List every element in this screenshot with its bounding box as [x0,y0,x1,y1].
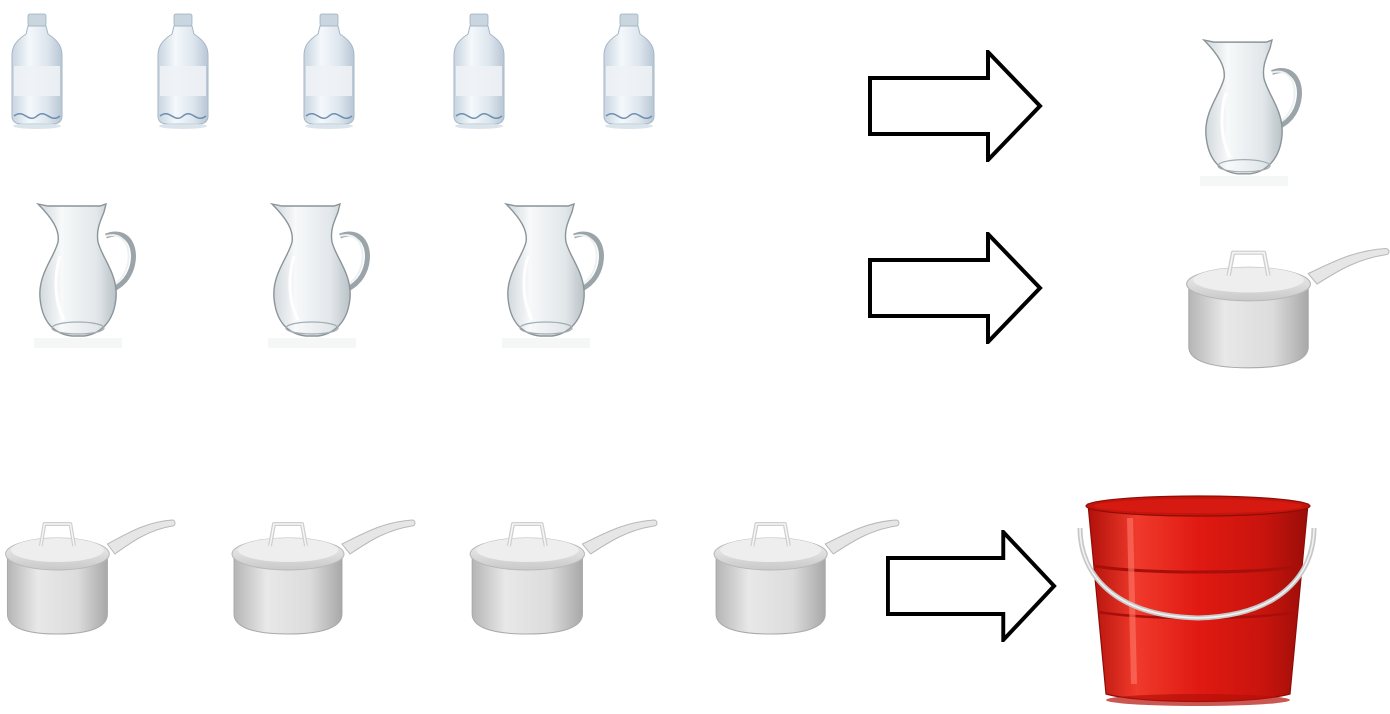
glass-jug-1 [20,196,146,348]
arrow-right-icon-row-3 [886,530,1058,642]
saucepan-1 [0,510,176,638]
saucepan-3 [464,510,658,638]
red-bucket-result [1074,494,1318,710]
water-bottle-4 [448,12,510,130]
glass-jug-2 [254,196,380,348]
saucepan-4 [708,510,900,638]
water-bottle-1 [6,12,68,130]
water-bottle-2 [152,12,214,130]
arrow-right-icon-row-2 [868,232,1044,344]
glass-jug-result [1186,32,1312,186]
saucepan-result [1180,238,1390,372]
water-bottle-5 [598,12,660,130]
glass-jug-3 [488,196,614,348]
water-bottle-3 [298,12,360,130]
saucepan-2 [226,510,416,638]
arrow-right-icon-row-1 [868,50,1044,162]
